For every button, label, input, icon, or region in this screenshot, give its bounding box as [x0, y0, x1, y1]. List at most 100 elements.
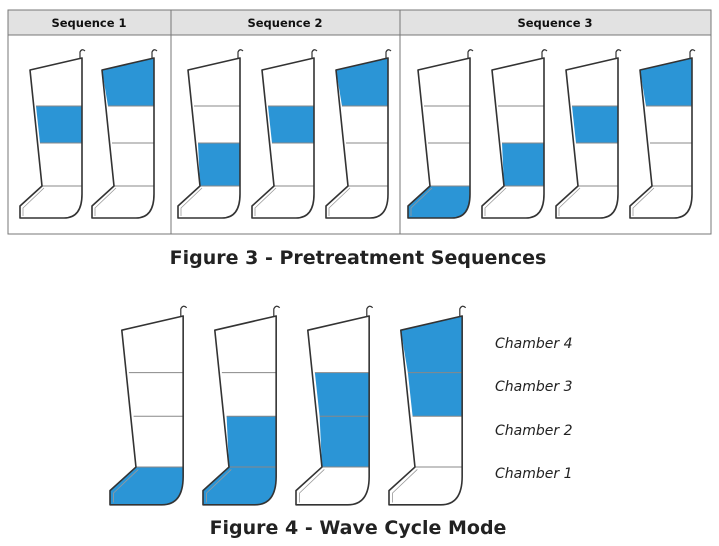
chamber-3: [342, 106, 388, 143]
leg-garment-3: [251, 49, 318, 219]
connector-hook: [689, 49, 696, 58]
chamber-4: [214, 316, 277, 373]
leg-garment-7: [555, 49, 622, 219]
chamber-4: [418, 58, 470, 106]
chamber-1: [178, 186, 240, 218]
chamber-1: [482, 186, 544, 218]
chamber-2: [40, 143, 82, 186]
connector-hook: [151, 49, 158, 58]
chamber-1-inflated: [110, 467, 184, 505]
chamber-labels: Chamber 4 Chamber 3 Chamber 2 Chamber 1: [495, 336, 573, 482]
connector-hook: [79, 49, 86, 58]
chamber-4: [30, 58, 82, 106]
chamber-4-inflated: [640, 58, 692, 106]
leg-inner-edge: [410, 187, 433, 216]
chamber-3-inflated: [407, 372, 463, 417]
figure4-caption: Figure 4 - Wave Cycle Mode: [210, 517, 507, 539]
leg-garment-11: [295, 305, 374, 506]
leg-outline: [177, 57, 241, 219]
chamber-3: [128, 372, 184, 417]
connector-hook: [385, 49, 392, 58]
chamber-4-inflated: [336, 58, 388, 106]
connector-hook: [180, 305, 188, 316]
chamber-1-inflated: [203, 467, 277, 505]
leg-outline: [629, 57, 693, 219]
chamber-2: [272, 143, 314, 186]
connector-hook: [467, 49, 474, 58]
chamber-4: [121, 316, 184, 373]
leg-inner-edge: [94, 187, 117, 216]
leg-outline: [555, 57, 619, 219]
leg-outline: [481, 57, 545, 219]
chamber-4-label: Chamber 4: [495, 336, 572, 352]
leg-inner-edge: [22, 187, 45, 216]
leg-outline: [407, 57, 471, 219]
chamber-1: [556, 186, 618, 218]
chamber-1-inflated: [408, 186, 470, 218]
connector-hook: [541, 49, 548, 58]
chamber-2: [428, 143, 470, 186]
connector-hook: [459, 305, 467, 316]
chamber-1-label: Chamber 1: [495, 466, 572, 482]
chamber-2: [650, 143, 692, 186]
chamber-3: [424, 106, 470, 143]
leg-inner-edge: [328, 187, 351, 216]
chamber-1: [326, 186, 388, 218]
chamber-3: [108, 106, 154, 143]
figure3-caption: Figure 3 - Pretreatment Sequences: [170, 247, 547, 269]
figure4-legs: [109, 305, 467, 506]
chamber-1: [92, 186, 154, 218]
chamber-3-inflated: [572, 106, 618, 143]
chamber-3: [221, 372, 277, 417]
header-row-background: [7, 9, 712, 36]
leg-inner-edge: [484, 187, 507, 216]
chamber-4: [307, 316, 370, 373]
connector-hook: [273, 305, 281, 316]
sequence-3-header: Sequence 3: [517, 16, 592, 30]
chamber-1: [389, 467, 463, 505]
leg-outline: [109, 315, 184, 506]
leg-outline: [19, 57, 83, 219]
sequence-2-header: Sequence 2: [247, 16, 322, 30]
chamber-2-inflated: [319, 416, 370, 468]
chamber-2: [412, 416, 463, 468]
leg-garment-5: [407, 49, 474, 219]
leg-inner-edge: [392, 469, 418, 503]
chamber-1: [252, 186, 314, 218]
leg-outline: [251, 57, 315, 219]
leg-inner-edge: [299, 469, 325, 503]
leg-inner-edge: [180, 187, 203, 216]
sequence-1-header: Sequence 1: [51, 16, 126, 30]
chamber-2-inflated: [198, 143, 240, 186]
chamber-3-inflated: [268, 106, 314, 143]
leg-garment-9: [109, 305, 188, 506]
leg-inner-edge: [254, 187, 277, 216]
connector-hook: [615, 49, 622, 58]
leg-outline: [202, 315, 277, 506]
leg-inner-edge: [206, 469, 232, 503]
chamber-3: [194, 106, 240, 143]
connector-hook: [237, 49, 244, 58]
chamber-3: [498, 106, 544, 143]
chamber-4: [492, 58, 544, 106]
leg-garment-4: [325, 49, 392, 219]
chamber-2: [576, 143, 618, 186]
leg-inner-edge: [632, 187, 655, 216]
leg-garment-0: [19, 49, 86, 219]
leg-outline: [295, 315, 370, 506]
chamber-3-inflated: [314, 372, 370, 417]
chamber-4: [188, 58, 240, 106]
figure3-legs: [19, 49, 696, 219]
leg-outline: [91, 57, 155, 219]
chamber-1: [296, 467, 370, 505]
chamber-3-label: Chamber 3: [495, 379, 572, 395]
chamber-2-label: Chamber 2: [495, 423, 573, 439]
chamber-3: [646, 106, 692, 143]
chamber-1: [20, 186, 82, 218]
connector-hook: [366, 305, 374, 316]
chamber-4: [566, 58, 618, 106]
leg-outline: [325, 57, 389, 219]
chamber-2: [346, 143, 388, 186]
